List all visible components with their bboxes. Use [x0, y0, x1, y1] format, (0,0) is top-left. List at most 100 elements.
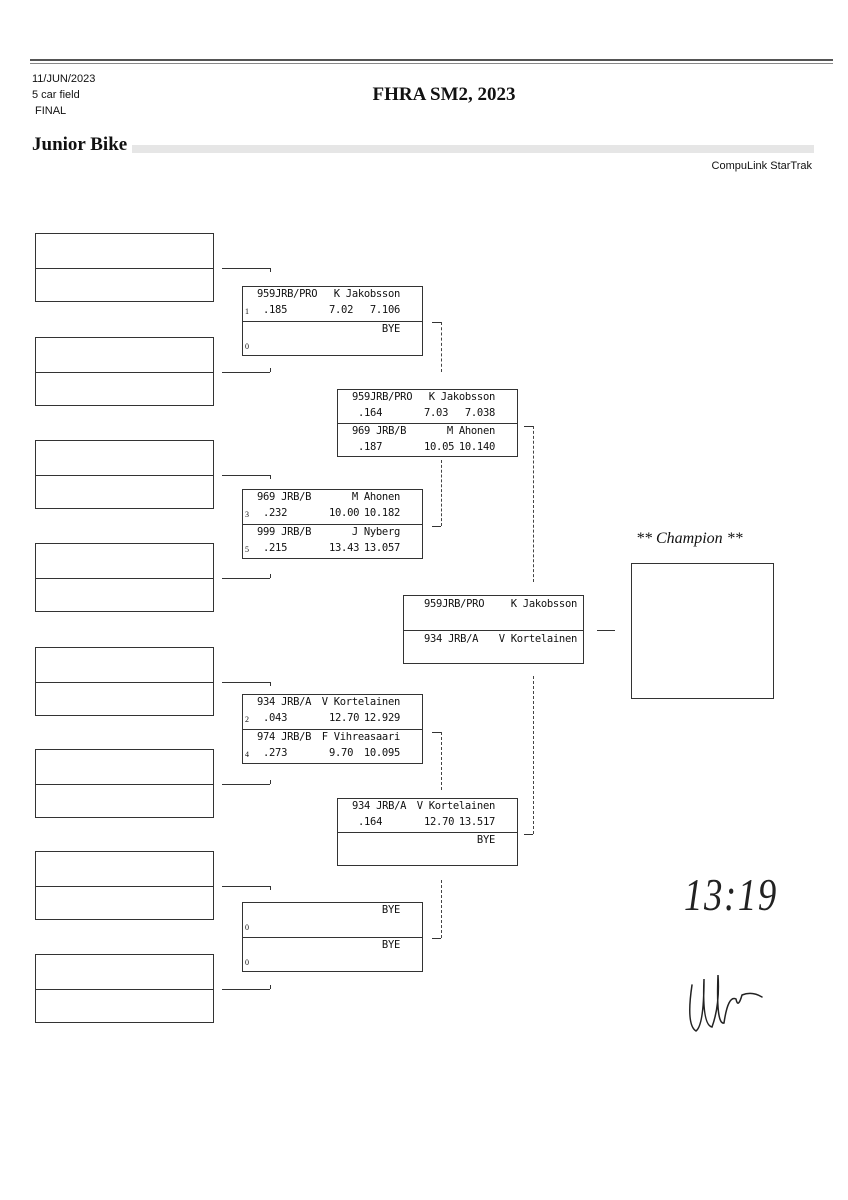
elapsed-time: 7.02	[329, 304, 354, 316]
seed-number: 2	[245, 715, 249, 724]
racer-name: BYE	[476, 834, 495, 846]
round1-divider	[36, 267, 213, 303]
software-brand: CompuLink StarTrak	[711, 160, 812, 172]
racer-name: BYE	[381, 904, 400, 916]
reaction-time: .215	[263, 542, 288, 554]
round1-divider	[36, 681, 213, 717]
connector-tick	[270, 985, 271, 989]
connector-tick	[270, 574, 271, 578]
speed-value: 12.929	[363, 712, 400, 724]
speed-value: 10.140	[458, 441, 495, 453]
champion-box	[631, 563, 774, 699]
elapsed-time: 7.03	[424, 407, 449, 419]
round1-connector	[222, 578, 270, 579]
round1-divider	[36, 988, 213, 1024]
elapsed-time: 12.70	[424, 816, 455, 828]
bracket-tick	[432, 938, 441, 939]
round1-connector	[222, 268, 270, 269]
reaction-time: .043	[263, 712, 288, 724]
bracket-tick	[432, 322, 441, 323]
round1-divider	[36, 474, 213, 510]
round1-box	[35, 440, 214, 509]
bracket-dash	[441, 322, 442, 372]
round1-box	[35, 337, 214, 406]
bracket-dash	[441, 880, 442, 938]
seed-number: 0	[245, 958, 249, 967]
round1-divider	[36, 577, 213, 613]
bracket-tick	[524, 834, 533, 835]
seed-number: 3	[245, 510, 249, 519]
racer-name: K Jakobsson	[510, 598, 578, 610]
connector-tick	[270, 682, 271, 686]
round1-divider	[36, 371, 213, 407]
racer-name: M Ahonen	[351, 491, 400, 503]
seed-number: 5	[245, 545, 249, 554]
round1-box	[35, 647, 214, 716]
speed-value: 13.057	[363, 542, 400, 554]
handwritten-time: 13:19	[684, 869, 778, 920]
racer-code: 969 JRB/B	[257, 491, 312, 503]
racer-name: V Kortelainen	[321, 696, 401, 708]
speed-value: 7.106	[369, 304, 400, 316]
bracket-dash	[441, 732, 442, 790]
racer-code: 959JRB/PRO	[257, 288, 318, 300]
racer-code: 974 JRB/B	[257, 731, 312, 743]
round1-box	[35, 543, 214, 612]
round1-connector	[222, 372, 270, 373]
bracket-tick	[524, 426, 533, 427]
event-title: FHRA SM2, 2023	[372, 84, 516, 105]
event-date: 11/JUN/2023	[32, 73, 96, 85]
speed-value: 13.517	[458, 816, 495, 828]
elapsed-time: 10.00	[329, 507, 360, 519]
header-rule-thin	[30, 63, 833, 64]
round1-connector	[222, 886, 270, 887]
racer-name: M Ahonen	[446, 425, 495, 437]
racer-name: V Kortelainen	[416, 800, 496, 812]
elapsed-time: 13.43	[329, 542, 360, 554]
connector-tick	[270, 268, 271, 272]
racer-code: 934 JRB/A	[257, 696, 312, 708]
round-label: FINAL	[35, 105, 67, 117]
bracket-tick	[432, 526, 441, 527]
round1-box	[35, 851, 214, 920]
racer-name: K Jakobsson	[428, 391, 496, 403]
seed-number: 4	[245, 750, 249, 759]
reaction-time: .187	[358, 441, 383, 453]
final-connector	[597, 630, 615, 631]
header-rule	[30, 59, 833, 61]
round1-connector	[222, 784, 270, 785]
elapsed-time: 9.70	[329, 747, 354, 759]
round1-box	[35, 233, 214, 302]
racer-name: K Jakobsson	[333, 288, 401, 300]
lane-bottom: BYE	[338, 832, 517, 866]
seed-number: 0	[245, 923, 249, 932]
round1-connector	[222, 682, 270, 683]
speed-value: 7.038	[464, 407, 495, 419]
racer-name: V Kortelainen	[498, 632, 578, 645]
reaction-time: .232	[263, 507, 288, 519]
round1-box	[35, 954, 214, 1023]
speed-value: 10.182	[363, 507, 400, 519]
reaction-time: .164	[358, 407, 383, 419]
bracket-dash	[533, 676, 534, 834]
racer-name: F Vihreasaari	[321, 731, 401, 743]
class-name: Junior Bike	[32, 134, 128, 155]
round1-box	[35, 749, 214, 818]
elapsed-time: 12.70	[329, 712, 360, 724]
